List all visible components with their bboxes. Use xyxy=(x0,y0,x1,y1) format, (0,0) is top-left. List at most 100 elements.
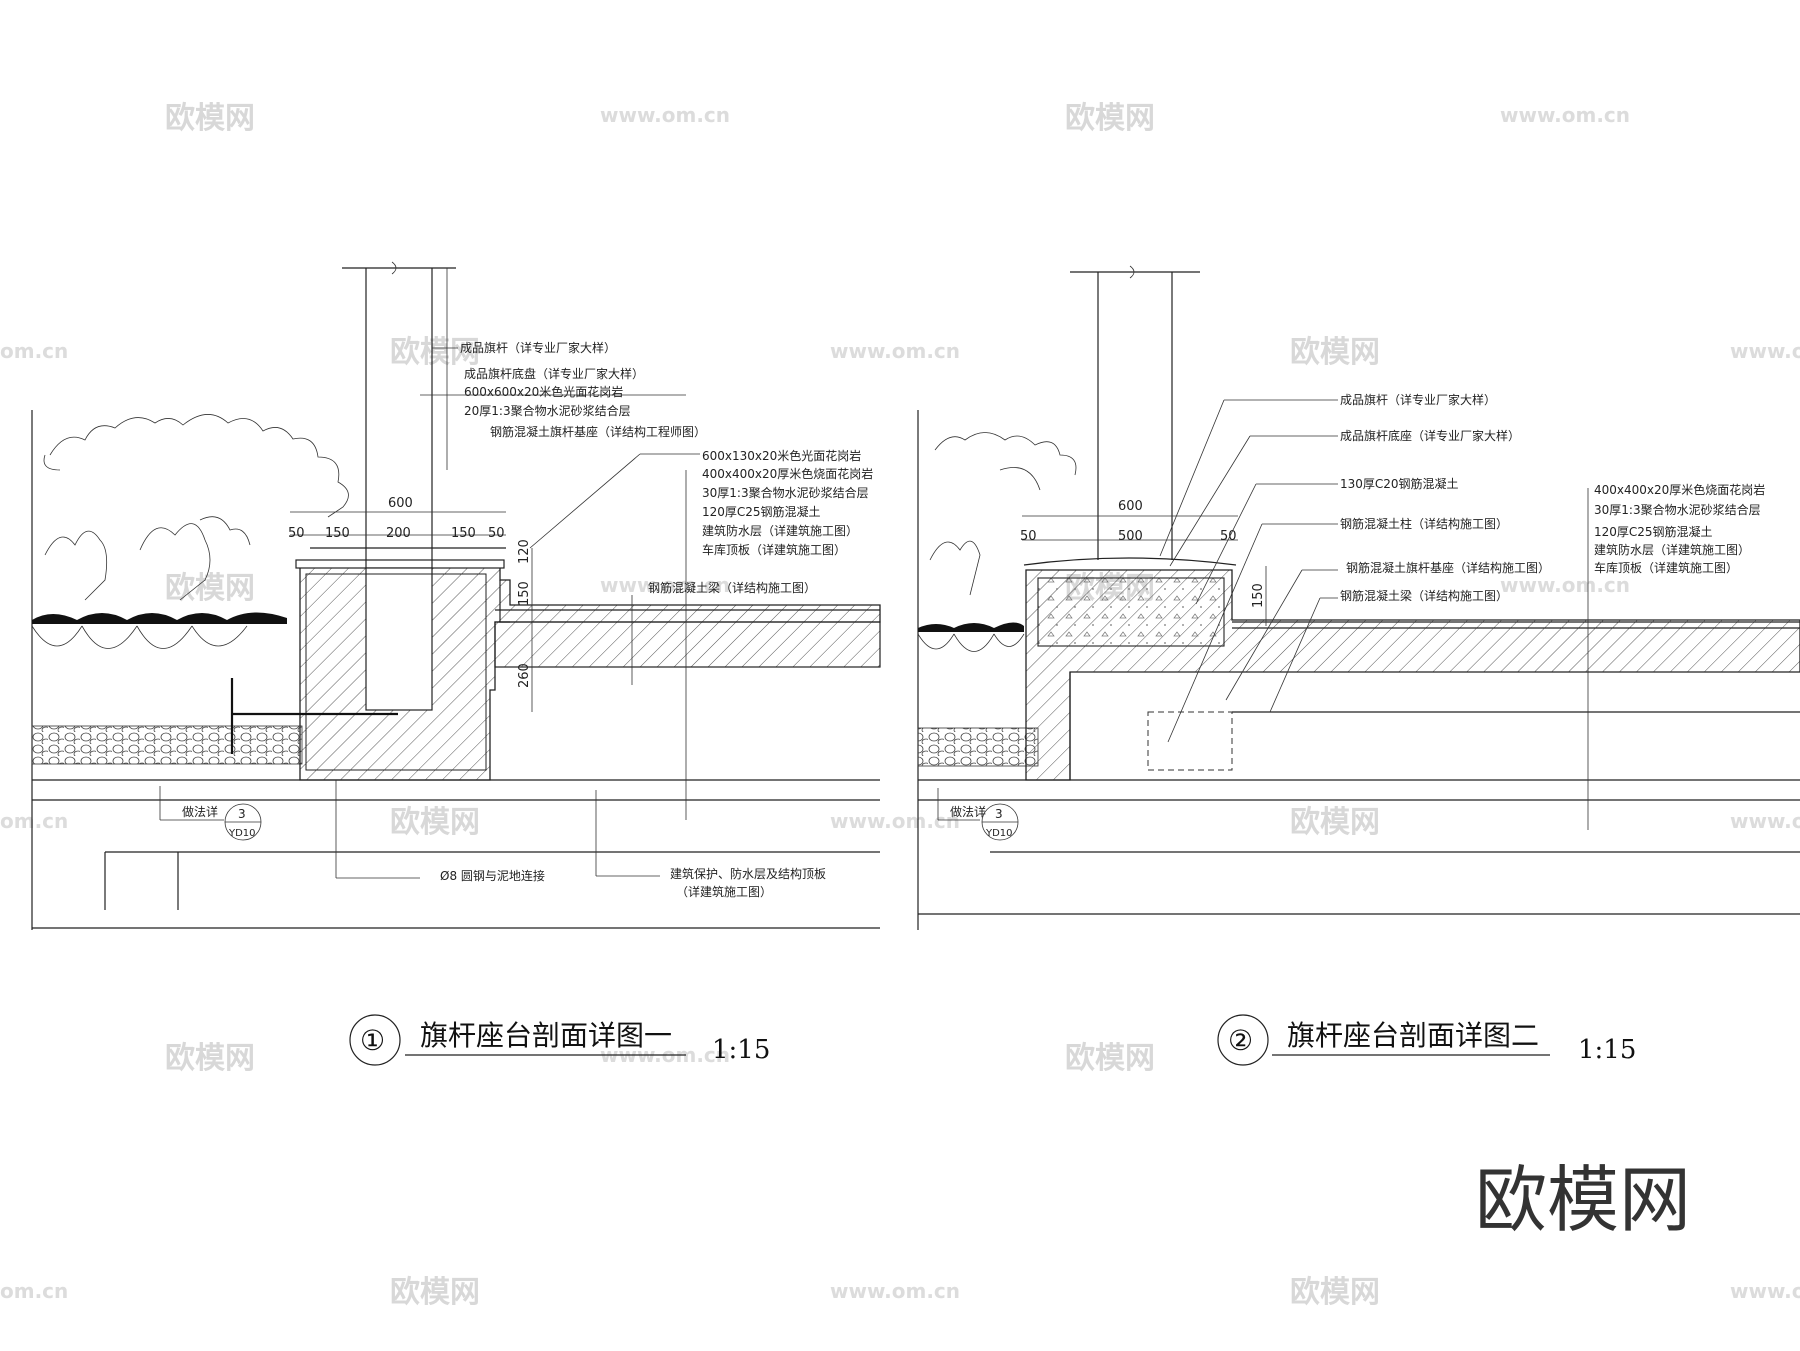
note-top-1: 成品旗杆（详专业厂家大样） xyxy=(460,340,616,355)
section-number-circle xyxy=(349,1014,401,1066)
watermark-brand: 欧模网 xyxy=(1290,1275,1380,1310)
note-right-6: 车库顶板（详建筑施工图） xyxy=(702,542,846,557)
note-top-4: 钢筋混凝土柱（详结构施工图） xyxy=(1340,516,1508,531)
dim-total: 600 xyxy=(1118,499,1143,514)
section-1-drawing: 600 50 150 200 150 50 120 150 260 成品旗杆（详… xyxy=(31,261,881,930)
watermark-url: om.cn xyxy=(0,809,68,833)
watermark-brand: 欧模网 xyxy=(165,571,255,606)
watermark-brand: 欧模网 xyxy=(165,101,255,136)
section-1-title-block: ① 旗杆座台剖面详图一 1:15 xyxy=(349,1014,770,1066)
watermark-brand: 欧模网 xyxy=(1065,1041,1155,1076)
right-note-diagonal xyxy=(529,453,641,549)
ref-num: 3 xyxy=(238,807,246,821)
tree-canopy xyxy=(43,414,349,518)
watermark-url: www.om.cn xyxy=(830,1279,960,1303)
note-right-2: 30厚1:3聚合物水泥砂浆结合层 xyxy=(1594,502,1761,517)
watermark-brand: 欧模网 xyxy=(390,805,480,840)
dim-e: 50 xyxy=(488,526,505,541)
watermark-brand: 欧模网 xyxy=(390,335,480,370)
watermark-brand: 欧模网 xyxy=(390,1275,480,1310)
watermark-brand: 欧模网 xyxy=(1065,101,1155,136)
section-number: ① xyxy=(360,1024,385,1057)
ref-label: 做法详 xyxy=(950,804,986,819)
dim-a: 50 xyxy=(288,526,305,541)
break-symbol xyxy=(1129,265,1135,279)
section-title: 旗杆座台剖面详图二 xyxy=(1287,1019,1539,1052)
note-top-6: 钢筋混凝土梁（详结构施工图） xyxy=(1340,588,1508,603)
note-top-4: 20厚1:3聚合物水泥砂浆结合层 xyxy=(464,403,631,418)
note-right-5: 车库顶板（详建筑施工图） xyxy=(1594,560,1738,575)
ground-mound xyxy=(32,612,287,624)
section-number: ② xyxy=(1228,1024,1253,1057)
ref-num: 3 xyxy=(995,807,1003,821)
shrubs xyxy=(44,516,251,601)
dim-v2: 150 xyxy=(517,581,532,606)
dim-b: 150 xyxy=(325,526,350,541)
gravel-layer xyxy=(917,727,1039,767)
pole-socket xyxy=(365,567,433,711)
gravel-layer xyxy=(31,725,303,765)
note-leader-5 xyxy=(1225,569,1303,701)
watermark-brand: 欧模网 xyxy=(1290,335,1380,370)
dim-d: 150 xyxy=(451,526,476,541)
note-beam: 钢筋混凝土梁（详结构施工图） xyxy=(648,580,816,595)
note-top-2: 成品旗杆底座（详专业厂家大样） xyxy=(1340,428,1520,443)
section-number-circle xyxy=(1217,1014,1269,1066)
break-symbol xyxy=(391,261,397,275)
note-leader-1 xyxy=(1159,399,1225,557)
ground-mound xyxy=(918,622,1024,632)
note-right-3: 120厚C25钢筋混凝土 xyxy=(1594,524,1713,539)
ref-sheet: YD10 xyxy=(985,828,1013,839)
note-top-2: 成品旗杆底盘（详专业厂家大样） xyxy=(464,366,644,381)
watermark-url: www.om.cn xyxy=(600,573,730,597)
note-leader-4 xyxy=(1167,523,1263,743)
watermark-brand: 欧模网 xyxy=(165,1041,255,1076)
deck-slab xyxy=(494,621,881,668)
c20-concrete-block xyxy=(1037,577,1225,647)
dim-c: 200 xyxy=(386,526,411,541)
dim-v3: 260 xyxy=(517,663,532,688)
section-2-drawing: 600 50 500 50 150 成品旗杆（详专业厂家大样） 成品旗杆底座（详… xyxy=(917,265,1800,930)
granite-cap xyxy=(295,559,505,569)
tree-canopy xyxy=(934,432,1077,491)
note-top-1: 成品旗杆（详专业厂家大样） xyxy=(1340,392,1496,407)
watermark-url: www.om.cn xyxy=(1730,809,1800,833)
note-bottom-1: 建筑保护、防水层及结构顶板 xyxy=(670,866,826,881)
watermark-url: www.om.cn xyxy=(1500,573,1630,597)
note-leader-3 xyxy=(1195,483,1257,605)
note-leader-6 xyxy=(1269,597,1321,713)
dim-e: 50 xyxy=(1220,529,1237,544)
note-top-3: 600x600x20米色光面花岗岩 xyxy=(464,384,623,399)
note-right-1: 400x400x20厚米色烧面花岗岩 xyxy=(1594,482,1765,497)
ground-arcs xyxy=(31,625,248,649)
note-top-5: 钢筋混凝土旗杆基座（详结构施工图） xyxy=(1346,560,1550,575)
brand-logo: 欧模网 xyxy=(1475,1158,1691,1242)
note-rebar: Ø8 圆钢与泥地连接 xyxy=(440,868,545,883)
dim-inner: 500 xyxy=(1118,529,1143,544)
note-right-1: 600x130x20米色光面花岗岩 xyxy=(702,448,861,463)
inner-liner xyxy=(305,573,487,771)
note-right-3: 30厚1:3聚合物水泥砂浆结合层 xyxy=(702,485,869,500)
ground-arcs xyxy=(917,633,1025,652)
watermark-url: om.cn xyxy=(0,1279,68,1303)
note-top-3: 130厚C20钢筋混凝土 xyxy=(1340,476,1459,491)
watermark-brand: 欧模网 xyxy=(1290,805,1380,840)
dim-v: 150 xyxy=(1251,583,1266,608)
note-top-5: 钢筋混凝土旗杆基座（详结构工程师图） xyxy=(490,424,706,439)
dim-v1: 120 xyxy=(517,539,532,564)
shrubs xyxy=(929,540,981,596)
pole-base-plate xyxy=(1023,557,1237,566)
note-right-5: 建筑防水层（详建筑施工图） xyxy=(702,523,858,538)
note-leader-2 xyxy=(1169,435,1251,567)
watermark-url: www.om.cn xyxy=(1730,339,1800,363)
watermark-url: www.om.cn xyxy=(830,339,960,363)
watermark-group: 欧模网 www.om.cn 欧模网 www.om.cn om.cn 欧模网 ww… xyxy=(0,101,1800,1310)
note-right-4: 建筑防水层（详建筑施工图） xyxy=(1594,542,1750,557)
dim-total: 600 xyxy=(388,496,413,511)
ref-label: 做法详 xyxy=(182,804,218,819)
watermark-url: www.om.cn xyxy=(1500,103,1630,127)
section-scale: 1:15 xyxy=(712,1035,770,1065)
ref-sheet: YD10 xyxy=(228,828,256,839)
